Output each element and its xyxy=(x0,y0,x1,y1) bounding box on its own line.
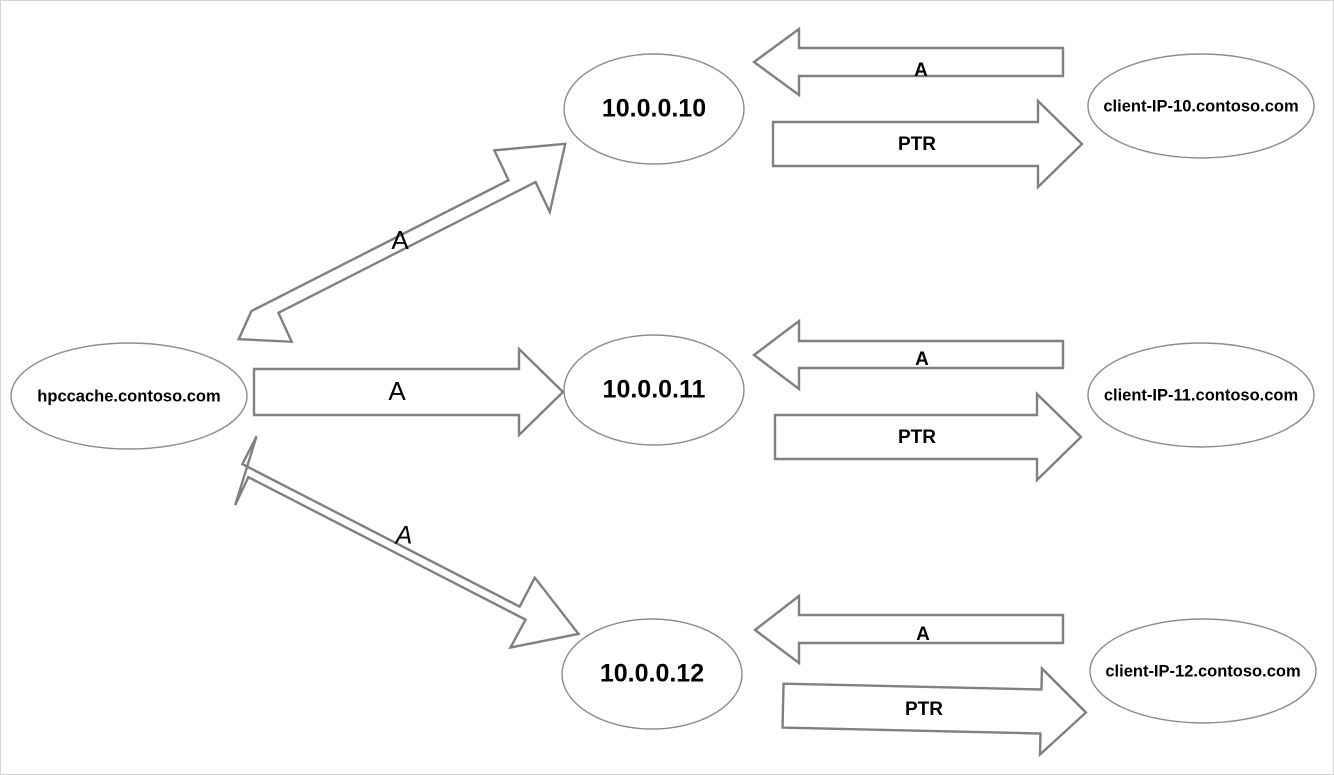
arrow-ptr-11-label: PTR xyxy=(898,427,936,448)
node-client12-label: client-IP-12.contoso.com xyxy=(1105,662,1300,680)
arrow-a-back-10[interactable]: A xyxy=(751,26,1065,98)
arrow-shape xyxy=(236,142,567,344)
arrow-shape xyxy=(771,98,1084,190)
arrow-shape xyxy=(752,318,1065,392)
node-ip12-label: 10.0.0.12 xyxy=(600,660,704,688)
arrow-a-back-11[interactable]: A xyxy=(752,318,1065,392)
arrow-a-to-ip12-label: A xyxy=(394,522,413,550)
arrow-a-to-ip10-label: A xyxy=(391,225,409,255)
node-ip10-label: 10.0.0.10 xyxy=(602,95,706,123)
node-ip10[interactable]: 10.0.0.10 xyxy=(563,53,745,165)
node-client12[interactable]: client-IP-12.contoso.com xyxy=(1089,618,1317,724)
node-client11[interactable]: client-IP-11.contoso.com xyxy=(1087,342,1315,448)
arrow-shape xyxy=(753,593,1065,666)
arrow-a-to-ip10[interactable]: A xyxy=(236,142,567,344)
node-client10-label: client-IP-10.contoso.com xyxy=(1103,97,1298,115)
arrow-shape xyxy=(234,435,581,650)
node-client11-label: client-IP-11.contoso.com xyxy=(1104,386,1298,404)
ellipse-shape xyxy=(563,334,745,446)
arrow-ptr-12[interactable]: PTR xyxy=(781,663,1088,758)
arrow-ptr-11[interactable]: PTR xyxy=(773,391,1083,483)
arrow-ptr-10[interactable]: PTR xyxy=(771,98,1084,190)
arrow-a-back-12-label: A xyxy=(916,624,930,645)
arrow-a-to-ip11[interactable]: A xyxy=(252,346,565,438)
arrow-shape xyxy=(781,665,1088,758)
arrow-shape xyxy=(252,346,565,438)
node-ip11-label: 10.0.0.11 xyxy=(603,376,706,404)
arrow-a-to-ip12[interactable]: A xyxy=(234,435,581,650)
arrow-ptr-10-label: PTR xyxy=(898,134,936,155)
node-client10[interactable]: client-IP-10.contoso.com xyxy=(1087,53,1315,159)
arrow-ptr-12-label: PTR xyxy=(905,699,943,720)
arrow-a-back-11-label: A xyxy=(915,349,929,370)
node-hpccache[interactable]: hpccache.contoso.com xyxy=(10,342,248,450)
ellipse-shape xyxy=(561,618,743,730)
ellipse-shape xyxy=(1087,53,1315,159)
ellipse-shape xyxy=(1089,618,1317,724)
ellipse-shape xyxy=(10,342,248,450)
ellipse-shape xyxy=(1087,342,1315,448)
arrow-shape xyxy=(751,26,1065,98)
arrow-a-back-10-label: A xyxy=(914,60,928,81)
arrow-a-to-ip11-label: A xyxy=(388,376,406,406)
node-ip12[interactable]: 10.0.0.12 xyxy=(561,618,743,730)
arrow-shape xyxy=(773,391,1083,483)
node-hpccache-label: hpccache.contoso.com xyxy=(37,387,220,405)
ellipse-shape xyxy=(563,53,745,165)
node-ip11[interactable]: 10.0.0.11 xyxy=(563,334,745,446)
arrow-a-back-12[interactable]: A xyxy=(753,593,1065,666)
